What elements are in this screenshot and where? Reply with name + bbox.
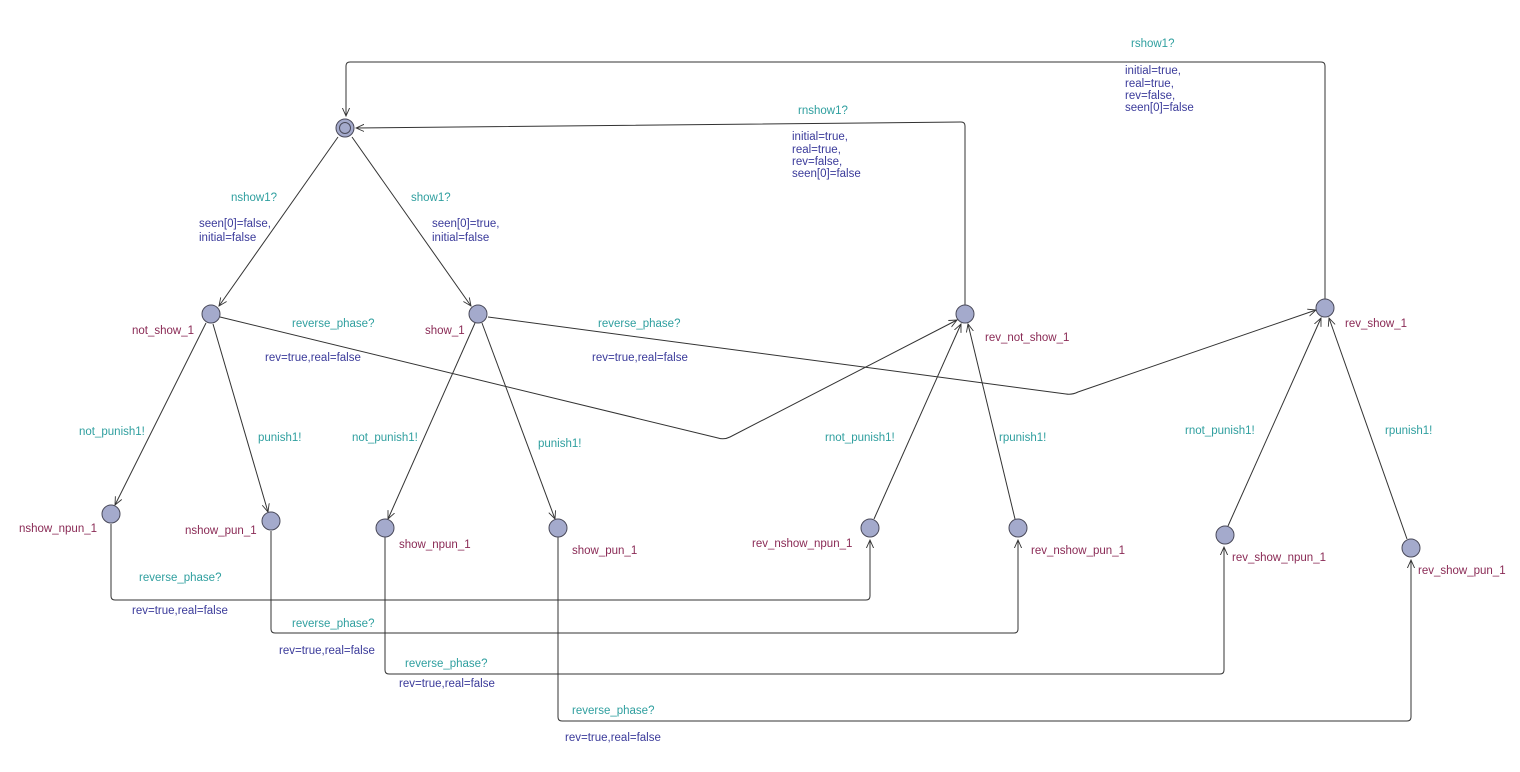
assignment-label: seen[0]=true, initial=false: [432, 218, 503, 244]
sync-label: rshow1?: [1131, 38, 1174, 50]
location-label: rev_show_1: [1345, 318, 1407, 330]
sync-label: rnot_punish1!: [1185, 425, 1255, 437]
sync-label: reverse_phase?: [139, 572, 221, 584]
location-label: rev_show_pun_1: [1418, 565, 1506, 577]
location-rev-nshow-pun-1[interactable]: [1008, 518, 1028, 538]
sync-label: reverse_phase?: [572, 705, 654, 717]
edge-rev-show-to-init: [346, 61, 1326, 300]
sync-label: rnot_punish1!: [825, 432, 895, 444]
location-label: show_npun_1: [399, 539, 471, 551]
location-nshow-pun-1[interactable]: [261, 511, 281, 531]
edge-show-npun-to-rev: [384, 537, 1224, 675]
location-label: rev_nshow_npun_1: [752, 538, 852, 550]
edge-show-pun-to-rev: [557, 537, 1411, 722]
location-show-1[interactable]: [468, 304, 488, 324]
sync-label: reverse_phase?: [598, 318, 680, 330]
location-show-pun-1[interactable]: [548, 518, 568, 538]
location-label: show_1: [425, 325, 465, 337]
assignment-label: initial=true, real=true, rev=false, seen…: [792, 131, 861, 180]
sync-label: not_punish1!: [79, 426, 145, 438]
sync-label: rnshow1?: [798, 105, 848, 117]
edge-init-to-not-show: [219, 136, 339, 306]
assignment-label: rev=true,real=false: [399, 678, 495, 690]
location-rev-show-npun-1[interactable]: [1215, 525, 1235, 545]
location-label: not_show_1: [132, 325, 194, 337]
edge-show-to-rev-show: [487, 310, 1316, 395]
sync-label: show1?: [411, 192, 451, 204]
location-label: rev_not_show_1: [985, 332, 1069, 344]
assignment-label: seen[0]=false, initial=false: [199, 218, 274, 244]
location-not-show-1[interactable]: [201, 304, 221, 324]
sync-label: reverse_phase?: [405, 658, 487, 670]
edge-nshow-npun-to-rev: [110, 524, 870, 601]
sync-label: reverse_phase?: [292, 618, 374, 630]
assignment-label: rev=true,real=false: [279, 645, 375, 657]
initial-marker-icon: [339, 122, 351, 134]
sync-label: nshow1?: [231, 192, 277, 204]
location-label: rev_nshow_pun_1: [1031, 545, 1125, 557]
sync-label: punish1!: [258, 432, 301, 444]
edge-nshow-pun-to-rev: [270, 531, 1018, 634]
location-label: show_pun_1: [572, 545, 637, 557]
edge-rev-show-pun-to-rev-show: [1329, 318, 1408, 540]
edge-rev-nshow-pun-to-rev-not-show: [968, 324, 1016, 520]
location-rev-nshow-npun-1[interactable]: [860, 518, 880, 538]
location-rev-show-1[interactable]: [1315, 298, 1335, 318]
edge-not-show-to-nshow-pun: [212, 323, 268, 512]
location-label: rev_show_npun_1: [1232, 552, 1326, 564]
sync-label: rpunish1!: [1385, 425, 1432, 437]
location-initial[interactable]: [335, 118, 355, 138]
sync-label: punish1!: [538, 438, 581, 450]
assignment-label: rev=true,real=false: [592, 352, 688, 364]
assignment-label: initial=true, real=true, rev=false, seen…: [1125, 65, 1194, 114]
assignment-label: rev=true,real=false: [265, 352, 361, 364]
edge-show-to-show-pun: [481, 322, 555, 519]
location-rev-show-pun-1[interactable]: [1401, 538, 1421, 558]
location-nshow-npun-1[interactable]: [101, 504, 121, 524]
sync-label: rpunish1!: [999, 432, 1046, 444]
sync-label: reverse_phase?: [292, 318, 374, 330]
edge-init-to-show: [351, 136, 471, 306]
edge-not-show-to-rev-not-show: [219, 316, 957, 440]
location-label: nshow_npun_1: [19, 523, 97, 535]
sync-label: not_punish1!: [352, 432, 418, 444]
edge-rev-nshow-npun-to-rev-not-show: [873, 324, 962, 520]
edge-rev-show-npun-to-rev-show: [1227, 318, 1322, 527]
location-show-npun-1[interactable]: [375, 518, 395, 538]
edge-rev-not-show-to-init: [356, 121, 966, 306]
assignment-label: rev=true,real=false: [132, 605, 228, 617]
location-label: nshow_pun_1: [185, 525, 257, 537]
edge-not-show-to-nshow-npun: [115, 322, 207, 505]
assignment-label: rev=true,real=false: [565, 732, 661, 744]
location-rev-not-show-1[interactable]: [955, 304, 975, 324]
edge-show-to-show-npun: [387, 322, 476, 519]
